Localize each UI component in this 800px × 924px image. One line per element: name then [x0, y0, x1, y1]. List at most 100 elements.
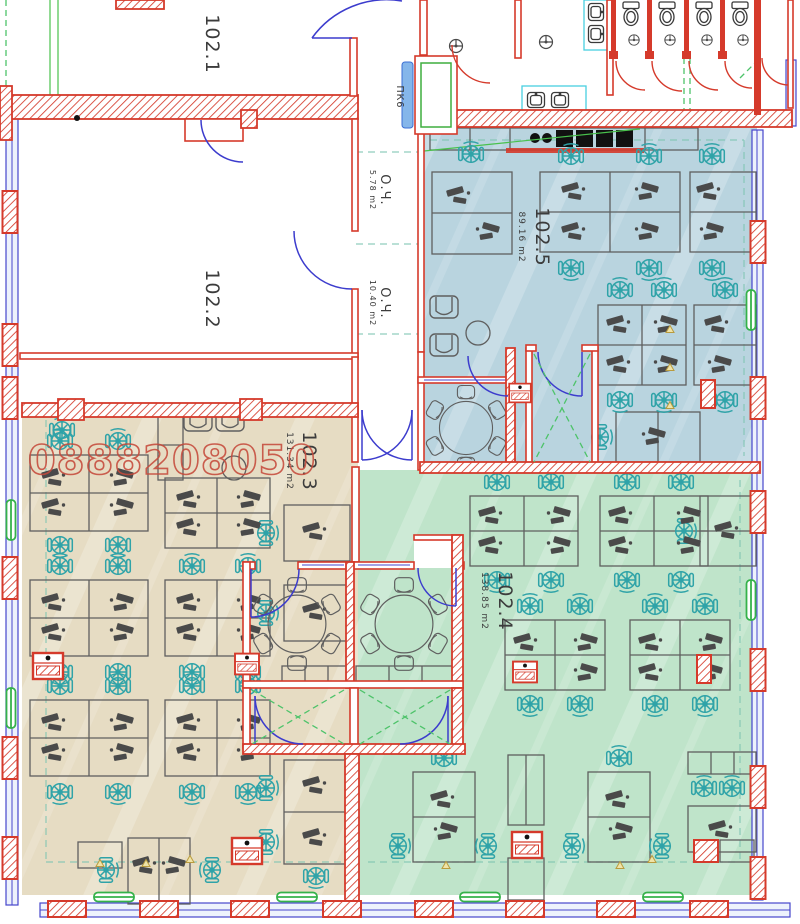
pillar — [1, 736, 19, 780]
wall — [419, 109, 793, 128]
wall — [419, 461, 761, 474]
radiator-icon — [459, 891, 501, 903]
pillar — [47, 900, 87, 918]
electrical-panel-icon — [230, 836, 264, 866]
pillar — [749, 376, 767, 420]
floor-drain-icon — [701, 34, 713, 46]
room-102-3-label: 102.3 — [298, 431, 320, 490]
radiator-icon — [642, 891, 684, 903]
desk — [687, 805, 757, 853]
pillar — [230, 900, 270, 918]
wc-door-arc — [651, 60, 683, 92]
room-102-5-furniture — [423, 127, 757, 471]
toilet-icon — [695, 1, 713, 27]
wall — [525, 344, 537, 352]
wall — [591, 347, 599, 469]
wall — [349, 37, 358, 97]
desk — [77, 841, 123, 869]
sink-icon — [587, 2, 605, 22]
pillar — [414, 900, 454, 918]
pillar — [749, 856, 767, 900]
room-102-4-area: 138.85 m2 — [479, 572, 489, 630]
pillar — [1, 323, 19, 367]
door-arc — [311, 0, 403, 39]
wall — [581, 344, 599, 352]
stall-partition — [647, 0, 652, 57]
wall — [419, 0, 428, 56]
shelf — [687, 751, 757, 775]
wall — [297, 561, 415, 570]
wall — [451, 687, 464, 749]
column — [240, 109, 258, 129]
column — [239, 398, 263, 421]
pillar — [1, 376, 19, 420]
electrical-panel-icon — [234, 652, 260, 676]
wc-door-arc — [451, 44, 491, 84]
pillar — [1, 836, 19, 880]
walls-layer — [0, 0, 794, 906]
room-102-3-area: 131.34 m2 — [284, 432, 294, 490]
common-area-top-size: 5.78 m2 — [368, 170, 377, 210]
labels-layer: 102.1 102.2 102.5 89.16 m2 102.3 131.34 … — [201, 14, 553, 630]
wall — [451, 534, 464, 689]
shaft-box — [414, 55, 458, 135]
structural-pillars — [1, 109, 767, 918]
wall — [242, 680, 464, 689]
stall-partition — [754, 0, 761, 115]
wc-door-arc — [724, 60, 753, 89]
wall — [9, 94, 359, 120]
pillar — [749, 648, 767, 692]
double-door — [361, 409, 413, 461]
wall — [514, 0, 522, 59]
radiator-icon — [276, 891, 318, 903]
wall — [351, 118, 359, 232]
door-arc — [537, 351, 583, 397]
radiator-icon — [5, 499, 17, 541]
guide-dashes — [5, 0, 757, 863]
door-arc — [399, 695, 449, 745]
stall-partition — [720, 0, 725, 57]
door-arc — [200, 119, 244, 163]
wc-door-arc — [615, 60, 646, 91]
wall — [242, 687, 251, 749]
radiator-icon — [745, 579, 757, 621]
wc-fixtures — [448, 0, 749, 115]
wall — [115, 0, 165, 10]
wall — [345, 561, 355, 689]
radiator-icon — [93, 891, 135, 903]
room-102-2-label: 102.2 — [201, 269, 223, 328]
toilet-icon — [622, 1, 640, 27]
desk — [283, 504, 351, 562]
sink-icon — [526, 91, 546, 109]
wall — [21, 402, 359, 418]
wall — [242, 743, 466, 755]
pillar — [749, 220, 767, 264]
pillar — [689, 900, 729, 918]
shaft-glass — [401, 61, 414, 129]
side-table — [465, 320, 491, 346]
wall — [787, 0, 794, 109]
pillar — [596, 900, 636, 918]
toilet-icon — [731, 1, 749, 27]
electrical-panel-icon — [512, 660, 538, 684]
stall-partition — [611, 0, 616, 57]
wall — [351, 466, 360, 563]
wall — [505, 347, 516, 469]
wall-stub — [506, 148, 644, 153]
pillar — [749, 765, 767, 809]
pillar — [505, 900, 545, 918]
door-arc — [250, 568, 300, 618]
room-102-1-label: 102.1 — [201, 14, 223, 73]
stall-partition — [684, 0, 689, 57]
door-arc — [417, 567, 457, 607]
hatched-box — [693, 839, 719, 863]
column — [57, 398, 85, 421]
radiator-icon — [5, 687, 17, 729]
pk6-shaft — [401, 55, 458, 135]
electrical-panel-icon — [700, 379, 716, 409]
shaft-x-marks — [251, 353, 591, 745]
door-closer-dot — [74, 115, 80, 121]
toilet-icon — [658, 1, 676, 27]
pillar — [749, 490, 767, 534]
